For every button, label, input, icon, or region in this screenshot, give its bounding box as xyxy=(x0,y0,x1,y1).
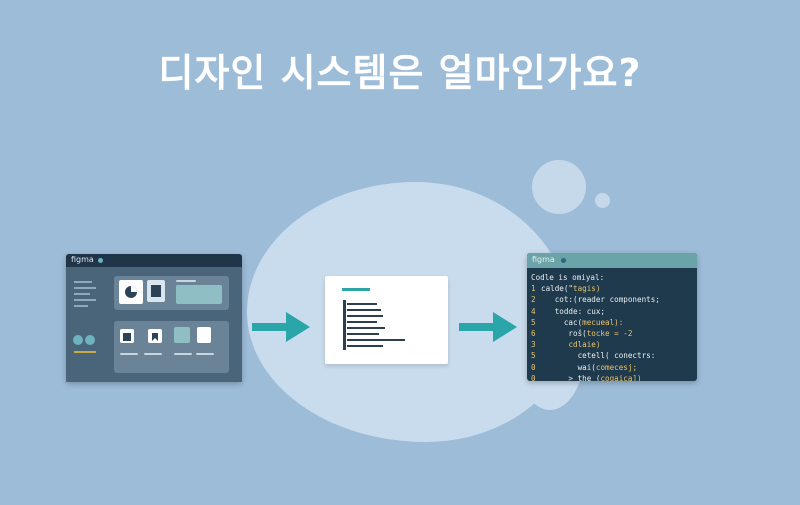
decorative-bubble-large xyxy=(532,160,586,214)
code-text: roš( xyxy=(541,329,587,339)
sidebar-line xyxy=(74,281,92,283)
line-number: 5 xyxy=(531,351,536,361)
swatch-icon xyxy=(73,335,83,345)
decorative-bubble-small xyxy=(595,193,610,208)
color-tile xyxy=(174,327,190,343)
document-tile xyxy=(147,280,165,302)
design-window-canvas xyxy=(66,267,242,382)
code-line: Codle is omiyal: xyxy=(531,272,660,283)
code-line: 2 cot:(reader components; xyxy=(531,294,660,305)
arrow-right-icon xyxy=(459,312,517,342)
text-lines-icon xyxy=(342,288,405,350)
line-number: 0 xyxy=(531,362,536,372)
code-line: 6 roš(tocke = -2 xyxy=(531,328,660,339)
blank-tile xyxy=(197,327,211,343)
bottom-panel xyxy=(114,321,229,373)
code-line: 3 cdlaie) xyxy=(531,339,660,350)
panel-label-line xyxy=(144,353,162,355)
status-dot-icon xyxy=(561,258,566,263)
sidebar-line xyxy=(74,293,90,295)
code-highlight: cdlaie) xyxy=(568,340,601,350)
line-number: 0 xyxy=(531,373,536,381)
preview-tile xyxy=(176,285,222,304)
code-line: 0 > the (cogaica]) xyxy=(531,373,660,381)
line-number: 1 xyxy=(531,284,536,294)
code-line: 0 wai(comecesj; xyxy=(531,362,660,373)
line-number: 2 xyxy=(531,295,536,305)
status-dot-icon xyxy=(98,258,103,263)
code-line: 4 todde: cux; xyxy=(531,306,660,317)
top-panel xyxy=(114,276,229,310)
code-line: 5 cac(mecueal): xyxy=(531,317,660,328)
panel-label-line xyxy=(174,353,192,355)
code-text: cac( xyxy=(541,317,583,327)
bookmark-icon xyxy=(152,333,158,341)
code-text: wai( xyxy=(541,362,596,372)
panel-label-line xyxy=(196,353,214,355)
sidebar-line xyxy=(74,351,96,353)
code-line: 5 cetell( conectrs: xyxy=(531,350,660,361)
code-text: > the ( xyxy=(541,373,601,381)
code-line: 1 calde("tagis) xyxy=(531,283,660,294)
code-window-titlebar: figma xyxy=(527,253,697,268)
line-number: 6 xyxy=(531,329,536,339)
code-text: Codle is omiyal: xyxy=(531,273,605,282)
image-icon xyxy=(123,333,131,341)
code-text: cetell( conectrs: xyxy=(541,351,656,361)
code-text: todde: cux; xyxy=(541,306,606,316)
document-icon xyxy=(151,285,161,297)
panel-label-line xyxy=(176,280,196,282)
code-text xyxy=(541,340,568,349)
code-text: calde(" xyxy=(541,284,574,294)
code-highlight: mecueal): xyxy=(582,317,624,327)
design-window-titlebar: figma xyxy=(66,254,242,267)
line-number: 4 xyxy=(531,306,536,316)
line-number: 3 xyxy=(531,340,536,350)
sidebar-line xyxy=(74,305,88,307)
code-highlight: tocke = -2 xyxy=(586,329,633,339)
swatch-icon xyxy=(85,335,95,345)
sidebar-line xyxy=(74,287,96,289)
code-text: cot:(reader components; xyxy=(541,295,660,305)
pie-chart-tile xyxy=(119,280,143,304)
bookmark-tile xyxy=(148,329,162,343)
line-number: 5 xyxy=(531,317,536,327)
page-title: 디자인 시스템은 얼마인가요? xyxy=(158,51,642,95)
code-highlight: tagis) xyxy=(573,284,601,294)
design-tool-window: figma xyxy=(66,254,242,382)
code-window-app-name: figma xyxy=(532,255,555,264)
panel-label-line xyxy=(120,353,138,355)
code-highlight: cogaica]) xyxy=(600,373,642,381)
sidebar-line xyxy=(74,299,96,301)
design-window-app-name: figma xyxy=(71,255,94,264)
token-document-card xyxy=(325,276,448,364)
image-tile xyxy=(120,329,134,343)
arrow-right-icon xyxy=(252,312,310,342)
pie-chart-icon xyxy=(125,286,137,298)
code-highlight: comecesj; xyxy=(595,362,638,372)
